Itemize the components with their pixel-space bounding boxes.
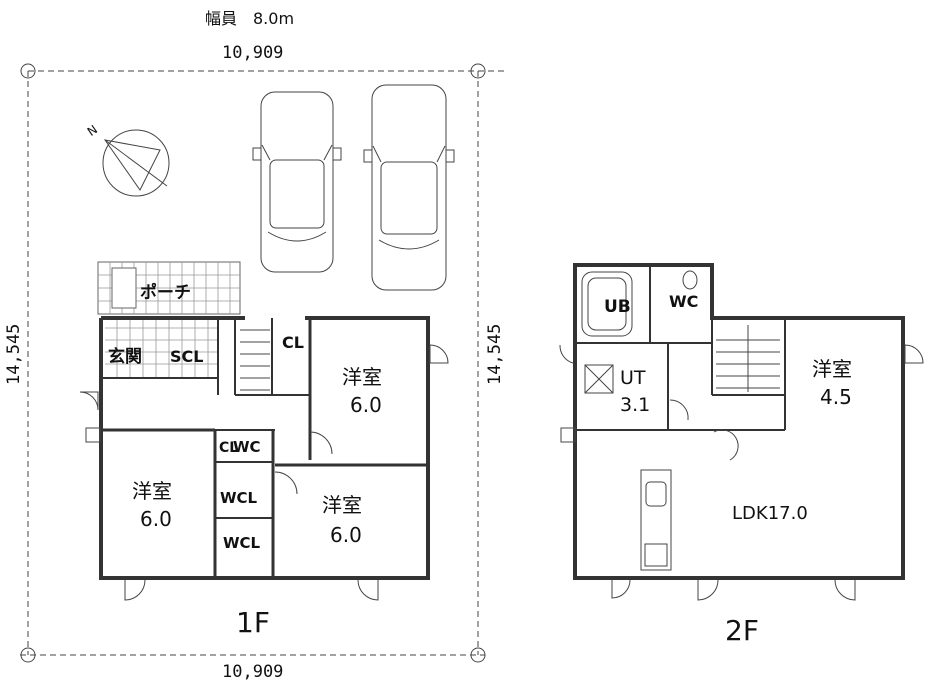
cl-label: CL xyxy=(282,333,304,352)
cl-small-label: CL xyxy=(219,440,238,456)
scl-label: SCL xyxy=(170,347,203,366)
svg-text:N: N xyxy=(85,122,100,139)
ut-size: 3.1 xyxy=(620,394,650,416)
ldk-label: LDK17.0 xyxy=(732,503,808,524)
road-width-label: 幅員 8.0m xyxy=(205,9,294,28)
room-sw-size: 6.0 xyxy=(140,507,172,531)
site-boundary xyxy=(20,63,505,663)
room-se-name: 洋室 xyxy=(322,493,362,517)
ub-label: UB xyxy=(604,297,631,317)
floor2-title: 2F xyxy=(725,614,759,647)
ut-name: UT xyxy=(620,367,646,389)
car-icon xyxy=(363,84,455,291)
car-icon xyxy=(252,91,342,273)
site-depth-left: 14,545 xyxy=(4,324,24,385)
site-depth-right: 14,545 xyxy=(485,324,505,385)
room-se-size: 6.0 xyxy=(330,523,362,547)
site-width-bottom: 10,909 xyxy=(222,662,283,682)
room2-size: 4.5 xyxy=(820,385,852,409)
floor1-plan xyxy=(79,261,449,601)
floor1-title: 1F xyxy=(236,606,270,639)
entrance-label: 玄関 xyxy=(108,346,142,367)
north-compass-icon: N xyxy=(85,122,170,197)
room-ne-name: 洋室 xyxy=(342,365,382,389)
wc-label: WC xyxy=(233,438,261,456)
room2-name: 洋室 xyxy=(812,357,852,381)
porch-label: ポーチ xyxy=(140,282,191,303)
wcl2-label: WCL xyxy=(223,534,261,552)
wcl1-label: WCL xyxy=(220,489,258,507)
room-ne-size: 6.0 xyxy=(350,393,382,417)
room-sw-name: 洋室 xyxy=(132,479,172,503)
site-width-top: 10,909 xyxy=(222,43,283,63)
wc2-label: WC xyxy=(669,292,698,311)
floor2-plan xyxy=(559,263,924,601)
